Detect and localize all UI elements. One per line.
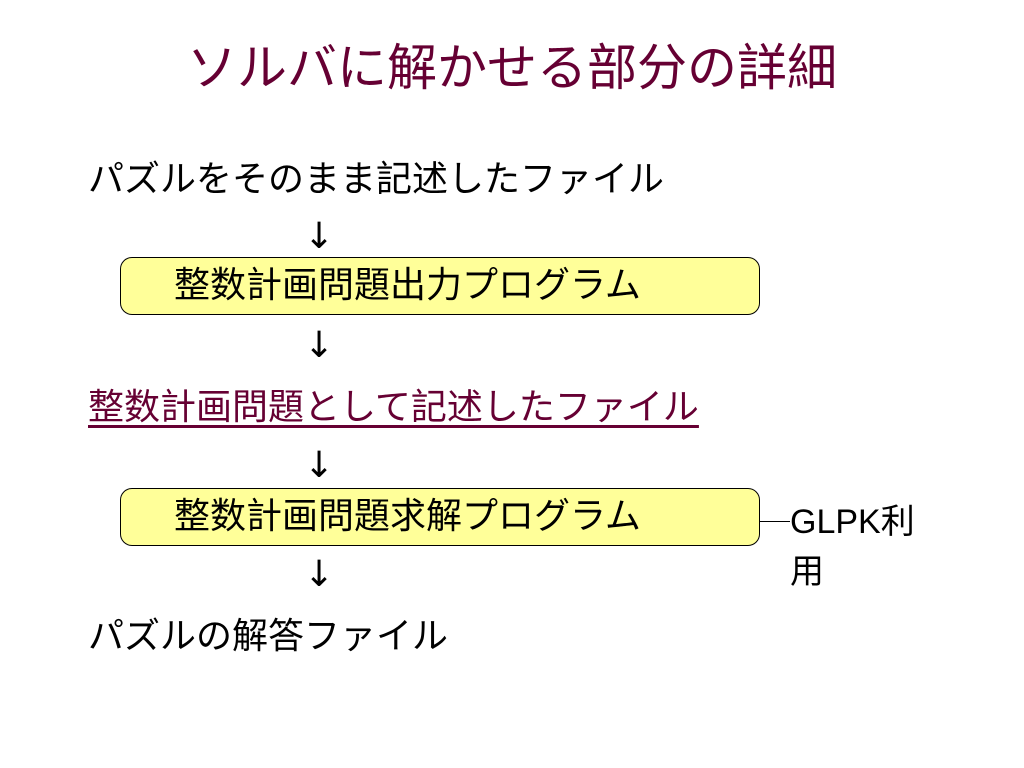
down-arrow-icon: ↓ [304, 216, 335, 257]
slide-title: ソルバに解かせる部分の詳細 [187, 39, 837, 97]
callout-connector [760, 521, 790, 522]
box-solver-program [120, 488, 760, 546]
step-answer-file: パズルの解答ファイル [88, 616, 449, 657]
down-arrow-icon: ↓ [304, 554, 335, 595]
box-output-program-label: 整数計画問題出力プログラム [174, 265, 641, 306]
link-integer-program-file[interactable]: 整数計画問題として記述したファイル [88, 387, 699, 428]
box-solver-program-label: 整数計画問題求解プログラム [174, 496, 641, 537]
down-arrow-icon: ↓ [304, 445, 335, 486]
down-arrow-icon: ↓ [304, 325, 335, 366]
glpk-note-line1: GLPK利 [790, 503, 915, 541]
box-output-program [120, 257, 760, 315]
step-puzzle-file: パズルをそのまま記述したファイル [88, 159, 665, 200]
glpk-note-line2: 用 [790, 553, 824, 591]
